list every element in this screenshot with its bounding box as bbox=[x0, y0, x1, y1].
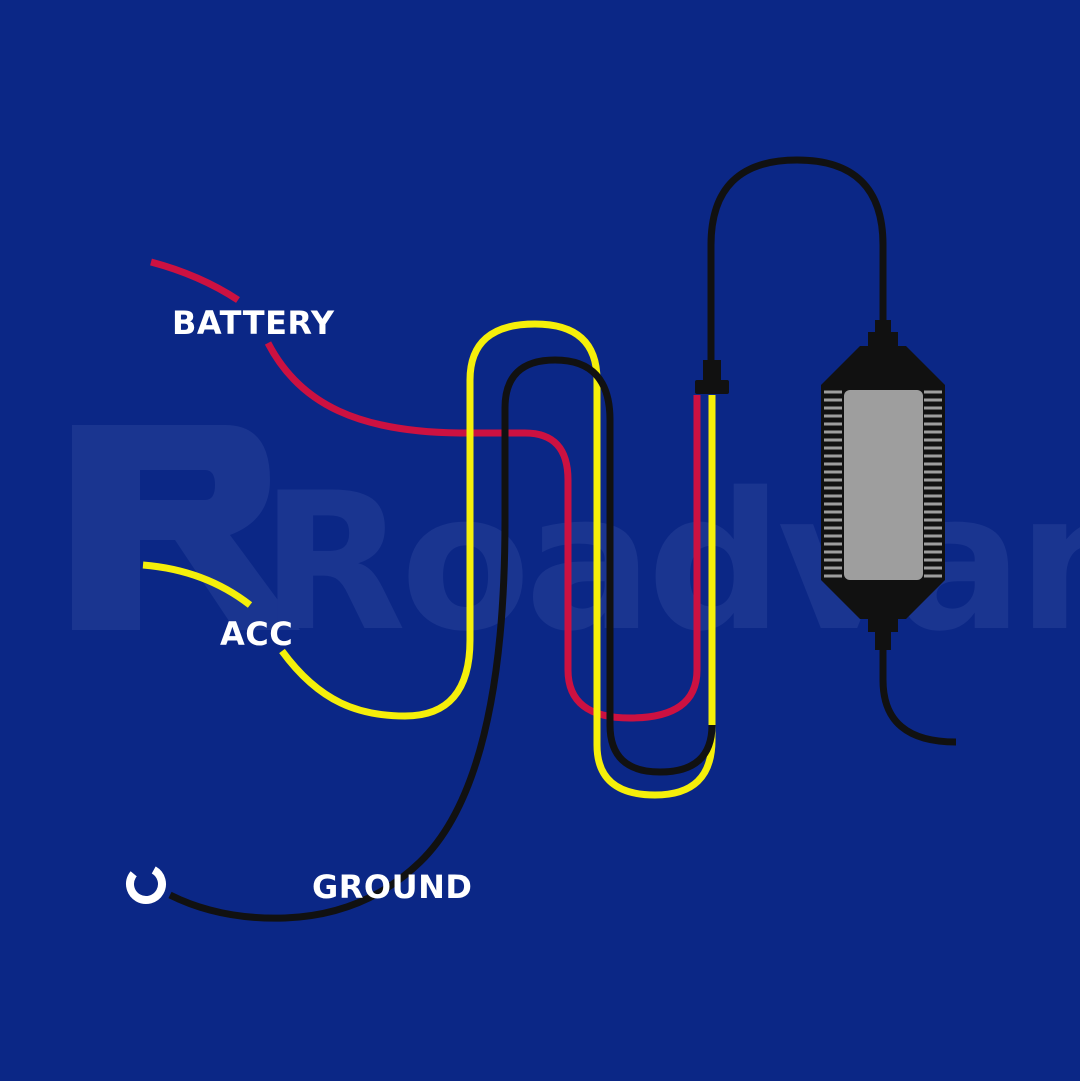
hardwire-kit-converter-icon bbox=[821, 320, 945, 650]
ground-wire-loop bbox=[707, 156, 887, 362]
output-cable bbox=[879, 648, 957, 746]
ring-terminal-icon bbox=[126, 864, 166, 904]
battery-wire-run bbox=[264, 341, 701, 722]
battery-wire bbox=[150, 258, 701, 722]
wire-bundle-connector bbox=[695, 360, 729, 394]
module-label-panel bbox=[844, 390, 923, 580]
ground-label: GROUND bbox=[312, 868, 472, 906]
heat-sink-fins-left bbox=[824, 390, 842, 578]
acc-wire-run bbox=[279, 320, 716, 799]
ground-wire-main bbox=[168, 356, 716, 922]
watermark-mark-icon bbox=[72, 425, 300, 630]
acc-label: ACC bbox=[220, 615, 293, 653]
battery-label: BATTERY bbox=[172, 304, 335, 342]
battery-wire-lead bbox=[150, 258, 240, 303]
acc-wire bbox=[142, 320, 716, 799]
acc-wire-lead bbox=[142, 561, 253, 608]
ground-wire bbox=[168, 156, 957, 922]
heat-sink-fins-right bbox=[924, 390, 942, 578]
watermark-text: Roadvance bbox=[260, 452, 1080, 673]
